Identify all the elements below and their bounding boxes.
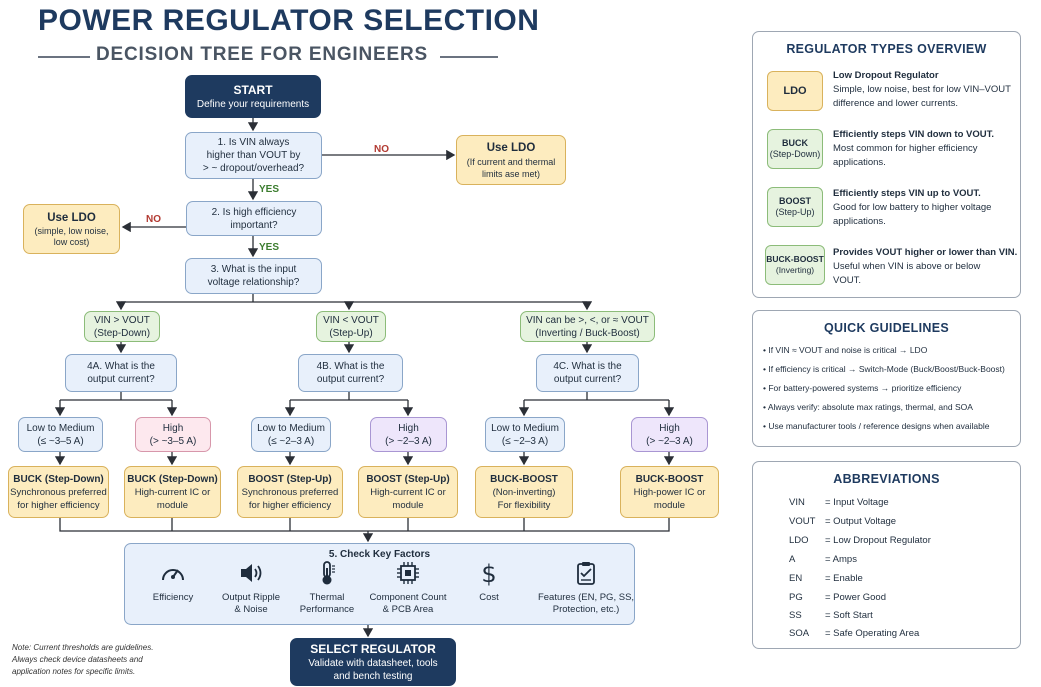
result-buck-low: BUCK (Step-Down) Synchronous preferred f… — [8, 466, 109, 518]
abbr-key: SS — [789, 610, 802, 621]
page-title: POWER REGULATOR SELECTION — [38, 4, 540, 37]
start-subtitle: Define your requirements — [196, 99, 310, 110]
q2-yes-label: YES — [259, 242, 280, 253]
guideline-item: • For battery-powered systems → prioriti… — [763, 383, 962, 393]
question-4b: 4B. What is the output current? — [298, 354, 403, 392]
badge-ldo: LDO — [767, 71, 823, 111]
badge-boost: BOOST (Step-Up) — [767, 187, 823, 227]
result-buck-high: BUCK (Step-Down) High-current IC or modu… — [124, 466, 221, 518]
type-buck-boost-text: Provides VOUT higher or lower than VIN. … — [833, 247, 1018, 286]
guideline-item: • If VIN ≈ VOUT and noise is critical → … — [763, 345, 928, 355]
factor-component-count: Component Count& PCB Area — [363, 560, 453, 616]
condition-step-up: VIN < VOUT (Step-Up) — [316, 311, 386, 342]
threshold-note: Note: Current thresholds are guidelines.… — [12, 643, 154, 676]
condition-step-down: VIN > VOUT (Step-Down) — [84, 311, 160, 342]
abbr-value: = Safe Operating Area — [825, 628, 920, 639]
abbr-value: = Low Dropout Regulator — [825, 535, 931, 546]
abbr-key: VOUT — [789, 516, 816, 527]
dollar-icon: $ — [481, 560, 496, 586]
page-subtitle: DECISION TREE FOR ENGINEERS — [96, 44, 428, 65]
result-boost-low: BOOST (Step-Up) Synchronous preferred fo… — [237, 466, 343, 518]
abbr-key: VIN — [789, 497, 805, 508]
abbr-key: A — [789, 554, 796, 565]
type-ldo-text: Low Dropout Regulator Simple, low noise,… — [833, 70, 1011, 109]
start-node: START Define your requirements — [185, 75, 321, 118]
question-3: 3. What is the input voltage relationshi… — [185, 258, 322, 294]
abbr-value: = Enable — [825, 573, 863, 584]
question-4c: 4C. What is the output current? — [536, 354, 639, 392]
use-ldo-result-left: Use LDO (simple, low noise, low cost) — [23, 204, 120, 254]
type-boost-text: Efficiently steps VIN up to VOUT. Good f… — [833, 188, 992, 227]
abbr-value: = Input Voltage — [825, 497, 889, 508]
subtitle-rule-right — [440, 56, 498, 58]
use-ldo-result-right: Use LDO (If current and thermal limits a… — [456, 135, 566, 185]
abbreviations-panel: ABBREVIATIONS VIN = Input Voltage VOUT =… — [752, 461, 1021, 649]
abbr-value: = Power Good — [825, 592, 886, 603]
current-high-4b: High (> ~2–3 A) — [370, 417, 447, 452]
quick-guidelines-panel: QUICK GUIDELINES • If VIN ≈ VOUT and noi… — [752, 310, 1021, 447]
result-buck-boost-high: BUCK-BOOST High-power IC or module — [620, 466, 719, 518]
key-factors-title: 5. Check Key Factors — [328, 549, 431, 560]
regulator-types-title: REGULATOR TYPES OVERVIEW — [786, 42, 987, 56]
current-low-4b: Low to Medium (≤ ~2–3 A) — [251, 417, 331, 452]
thermometer-icon — [322, 561, 335, 585]
current-low-4c: Low to Medium (≤ ~2–3 A) — [485, 417, 565, 452]
abbr-key: PG — [789, 592, 803, 603]
guideline-item: • If efficiency is critical → Switch-Mod… — [763, 364, 1005, 374]
gauge-icon — [162, 569, 184, 581]
type-buck-text: Efficiently steps VIN down to VOUT. Most… — [833, 129, 994, 168]
guideline-item: • Always verify: absolute max ratings, t… — [763, 402, 973, 412]
question-2: 2. Is high efficiency important? — [186, 201, 322, 236]
badge-buck: BUCK (Step-Down) — [767, 129, 823, 169]
abbr-value: = Output Voltage — [825, 516, 897, 527]
abbr-key: SOA — [789, 628, 810, 639]
abbr-key: EN — [789, 573, 803, 584]
q2-no-label: NO — [146, 214, 161, 225]
condition-buck-boost: VIN can be >, <, or ≈ VOUT (Inverting / … — [520, 311, 655, 342]
start-title: START — [233, 83, 273, 97]
factor-features: Features (EN, PG, SS,Protection, etc.) — [531, 560, 641, 616]
flow-connectors — [54, 118, 675, 638]
quick-guidelines-title: QUICK GUIDELINES — [824, 321, 949, 335]
select-regulator-node: SELECT REGULATOR Validate with datasheet… — [290, 638, 456, 686]
chip-icon — [397, 562, 419, 584]
clipboard-icon — [577, 562, 595, 585]
q1-yes-label: YES — [259, 184, 280, 195]
speaker-icon — [241, 564, 262, 582]
current-high-4a: High (> ~3–5 A) — [135, 417, 211, 452]
question-4a: 4A. What is the output current? — [65, 354, 177, 392]
q1-no-label: NO — [374, 144, 389, 155]
abbr-value: = Soft Start — [825, 610, 873, 621]
guideline-item: • Use manufacturer tools / reference des… — [763, 421, 990, 431]
current-low-4a: Low to Medium (≤ ~3–5 A) — [18, 417, 103, 452]
question-1: 1. Is VIN always higher than VOUT by > ~… — [185, 132, 322, 179]
abbr-value: = Amps — [825, 554, 857, 565]
current-high-4c: High (> ~2–3 A) — [631, 417, 708, 452]
result-boost-high: BOOST (Step-Up) High-current IC or modul… — [358, 466, 458, 518]
abbreviations-title: ABBREVIATIONS — [833, 472, 940, 486]
abbr-key: LDO — [789, 535, 809, 546]
factor-cost: $ Cost — [444, 560, 534, 604]
key-factors-box — [124, 543, 635, 625]
subtitle-rule-left — [38, 56, 90, 58]
factor-efficiency: Efficiency — [128, 560, 218, 604]
svg-text:$: $ — [481, 560, 496, 586]
badge-buck-boost: BUCK-BOOST (Inverting) — [765, 245, 825, 285]
regulator-types-panel: REGULATOR TYPES OVERVIEW LDO Low Dropout… — [752, 31, 1021, 298]
result-buck-boost-low: BUCK-BOOST (Non-inverting) For flexibili… — [475, 466, 573, 518]
factor-output-ripple: Output Ripple& Noise — [206, 560, 296, 616]
